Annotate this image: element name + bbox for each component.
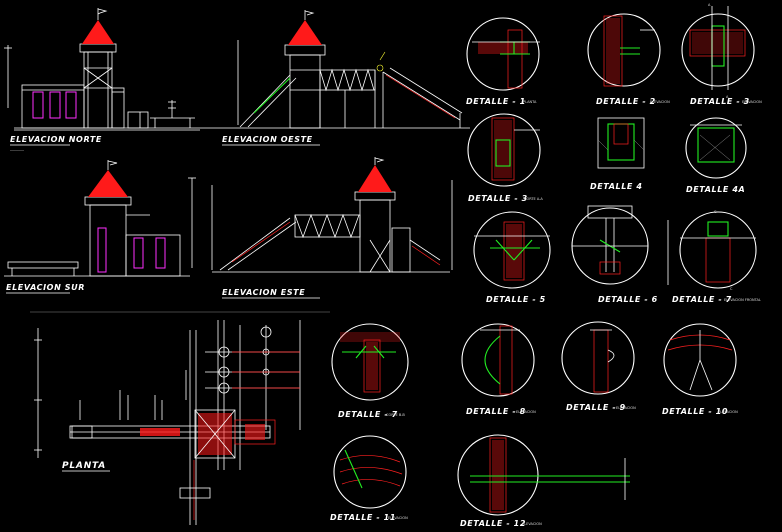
detail-7a: C C DETALLE - 7 ELEVACION FRONTAL [667,210,761,304]
detail-1-tag: PLANTA [523,100,537,104]
detail-6: DETALLE - 6 [571,205,658,304]
section-mark-a2: A [726,95,729,99]
detail-2: DETALLE - 2 ELEVACION [587,13,670,106]
detail-4a: DETALLE 4A [685,117,747,194]
detail-5: DETALLE - 5 [473,211,551,304]
detail-2-title: DETALLE - 2 [596,97,656,106]
section-mark-a1: A [708,3,711,7]
detail-8-title: DETALLE - 8 [466,407,526,416]
elevation-south-title: ELEVACION SUR [6,283,85,292]
plan-title: PLANTA [62,461,106,471]
detail-3-title: DETALLE - 3 [690,97,750,106]
detail-11-title: DETALLE - 11 [330,513,396,522]
detail-7a-title: DETALLE - 7 [672,295,732,304]
elevation-north-scale: ________ [9,147,24,151]
detail-9-tag: ELEVACION [616,406,636,410]
detail-9-title: DETALLE - 9 [566,403,626,412]
detail-5-title: DETALLE - 5 [486,295,546,304]
detail-4-title: DETALLE 4 [590,182,643,191]
detail-10: DETALLE - 10 ELEVACION [662,323,738,416]
elevation-north: ELEVACION NORTE ________ [4,8,200,151]
detail-7a-tag: ELEVACION FRONTAL [724,298,761,302]
detail-10-tag: ELEVACION [718,410,738,414]
elevation-west-title: ELEVACION OESTE [222,135,313,144]
detail-9: DETALLE - 9 ELEVACION [561,321,636,412]
elevation-east: ELEVACION ESTE [211,157,453,299]
section-mark-c2: C [730,287,733,291]
detail-7b-title: DETALLE - 7 [338,410,398,419]
detail-8-tag: ELEVACION [516,410,536,414]
section-mark-c1: C [714,210,717,214]
detail-3a-title: DETALLE - 3 [468,194,528,203]
detail-1-title: DETALLE - 1 [466,97,526,106]
elevation-north-title: ELEVACION NORTE [10,135,102,144]
floor-plan: PLANTA [30,311,330,525]
detail-11: DETALLE - 11 ELEVACION [330,435,408,522]
detail-12: DETALLE - 12 ELEVACION [457,434,630,528]
detail-12-title: DETALLE - 12 [460,519,526,528]
detail-8: DETALLE - 8 ELEVACION [461,323,536,416]
detail-11-tag: ELEVACION [388,516,408,520]
elevation-east-title: ELEVACION ESTE [222,288,305,297]
elevation-west: ELEVACION OESTE [200,10,470,146]
detail-3: A A DETALLE - 3 ELEVACION [681,3,762,106]
detail-6-title: DETALLE - 6 [598,295,658,304]
detail-7b-tag: CORTE B-B [386,413,405,417]
detail-12-tag: ELEVACION [522,522,542,526]
detail-2-tag: ELEVACION [650,100,670,104]
elevation-south: ELEVACION SUR [4,160,196,294]
detail-7b: DETALLE - 7 CORTE B-B [331,323,409,419]
detail-3a-tag: CORTE A-A [524,197,543,201]
detail-4: DETALLE 4 [590,117,645,191]
detail-10-title: DETALLE - 10 [662,407,728,416]
detail-4a-title: DETALLE 4A [686,185,745,194]
detail-3a: DETALLE - 3 CORTE A-A [467,113,543,203]
detail-1: DETALLE - 1 PLANTA [466,17,540,106]
detail-3-tag: ELEVACION [742,100,762,104]
